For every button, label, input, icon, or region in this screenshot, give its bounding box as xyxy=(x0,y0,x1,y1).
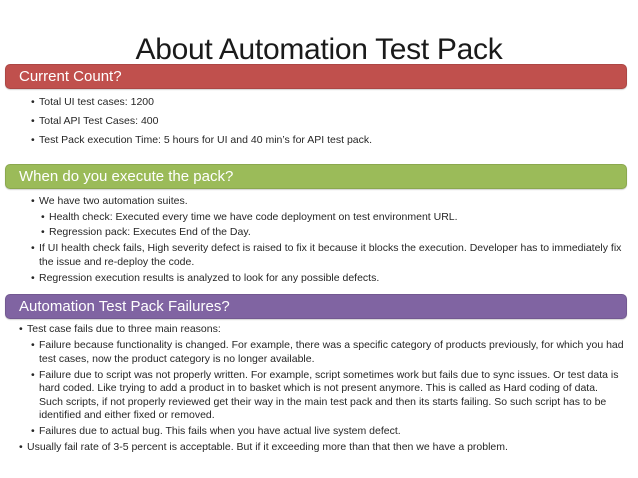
bullet-item: • Failure because functionality is chang… xyxy=(31,339,624,366)
bullet-item: • Regression pack: Executes End of the D… xyxy=(41,225,624,240)
bullet-text: Total API Test Cases: 400 xyxy=(39,115,159,127)
bullet-item: • Health check: Executed every time we h… xyxy=(41,210,624,225)
bullet-item: • We have two automation suites. xyxy=(31,194,624,209)
bullet-item: • Failures due to actual bug. This fails… xyxy=(31,425,624,439)
bullet-text: Usually fail rate of 3-5 percent is acce… xyxy=(27,441,508,453)
section-header-label: When do you execute the pack? xyxy=(19,168,234,185)
bullet-icon: • xyxy=(31,241,35,254)
bullet-icon: • xyxy=(31,96,35,108)
section-failures-list: • Test case fails due to three main reas… xyxy=(0,319,638,455)
bullet-icon: • xyxy=(31,134,35,146)
section-current-count-list: • Total UI test cases: 1200 • Total API … xyxy=(0,89,638,147)
bullet-text: Test case fails due to three main reason… xyxy=(27,323,221,335)
bullet-item: • Total API Test Cases: 400 xyxy=(31,114,624,128)
section-header-when-execute: When do you execute the pack? xyxy=(5,164,627,189)
section-failures: Automation Test Pack Failures? • Test ca… xyxy=(0,294,638,457)
bullet-icon: • xyxy=(19,441,23,453)
bullet-icon: • xyxy=(31,339,35,351)
bullet-item: • Test case fails due to three main reas… xyxy=(19,323,624,337)
bullet-text: If UI health check fails, High severity … xyxy=(39,241,622,269)
bullet-text: Failures due to actual bug. This fails w… xyxy=(39,425,401,437)
bullet-icon: • xyxy=(31,425,35,437)
bullet-icon: • xyxy=(31,271,35,284)
bullet-text: Regression pack: Executes End of the Day… xyxy=(49,226,251,238)
bullet-icon: • xyxy=(41,210,45,223)
bullet-text: Regression execution results is analyzed… xyxy=(39,271,380,284)
bullet-text: Failure because functionality is changed… xyxy=(39,339,624,365)
bullet-item: • Regression execution results is analyz… xyxy=(31,271,624,286)
bullet-item: • Test Pack execution Time: 5 hours for … xyxy=(31,133,624,147)
bullet-icon: • xyxy=(31,368,35,381)
bullet-icon: • xyxy=(31,195,35,207)
slide-title: About Automation Test Pack xyxy=(135,33,503,67)
bullet-item: • Failure due to script was not properly… xyxy=(31,369,624,423)
section-header-label: Current Count? xyxy=(19,68,122,85)
bullet-icon: • xyxy=(31,115,35,127)
bullet-text: We have two automation suites. xyxy=(39,195,188,207)
bullet-item: • Total UI test cases: 1200 xyxy=(31,95,624,109)
bullet-icon: • xyxy=(19,323,23,335)
section-header-label: Automation Test Pack Failures? xyxy=(19,298,230,315)
bullet-text: Failure due to script was not properly w… xyxy=(39,368,619,422)
bullet-text: Health check: Executed every time we hav… xyxy=(49,210,458,223)
section-when-execute-list: • We have two automation suites. • Healt… xyxy=(0,189,638,285)
bullet-item: • If UI health check fails, High severit… xyxy=(31,241,624,270)
bullet-text: Test Pack execution Time: 5 hours for UI… xyxy=(39,134,373,146)
bullet-item: • Usually fail rate of 3-5 percent is ac… xyxy=(19,441,624,455)
bullet-text: Total UI test cases: 1200 xyxy=(39,96,154,108)
section-header-failures: Automation Test Pack Failures? xyxy=(5,294,627,319)
section-current-count: Current Count? • Total UI test cases: 12… xyxy=(0,64,638,152)
section-when-execute: When do you execute the pack? • We have … xyxy=(0,164,638,286)
section-header-current-count: Current Count? xyxy=(5,64,627,89)
bullet-icon: • xyxy=(41,226,45,238)
